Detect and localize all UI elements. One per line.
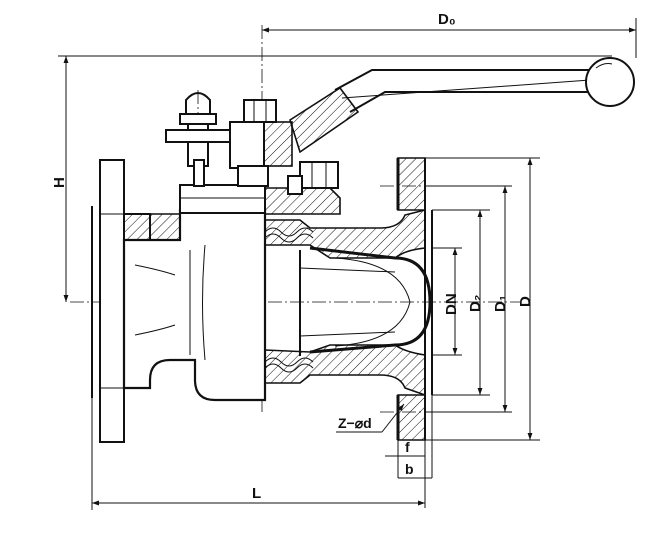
label-b: b (405, 461, 414, 477)
body-left-outline (122, 208, 267, 402)
body-lower-wall (264, 344, 426, 397)
label-f: f (405, 439, 410, 455)
right-flange-bottom (397, 394, 426, 441)
gland-bolt-nut-top (179, 113, 217, 125)
bonnet-cover (179, 184, 266, 214)
left-flange-plate (99, 159, 125, 443)
label-D: D (517, 296, 534, 307)
gland-bolt-stud (193, 159, 205, 187)
stem-section (263, 121, 293, 167)
handle-socket (289, 86, 360, 154)
leader-Zd (381, 403, 405, 433)
stem-block (229, 121, 265, 169)
handle-knob (585, 57, 635, 107)
stem-neck (237, 165, 269, 187)
handle-bar-bottom (349, 91, 588, 113)
right-flange (396, 157, 433, 441)
label-Zd: Z−⌀d (338, 415, 372, 431)
gland-flange (165, 129, 235, 143)
label-D2: D₂ (467, 295, 484, 313)
handle (289, 57, 635, 154)
handle-bar-top (334, 69, 590, 91)
gland-assembly (165, 92, 293, 187)
label-H: H (51, 177, 68, 188)
label-L: L (252, 485, 261, 502)
dimensions (58, 18, 637, 510)
cap-nut (185, 92, 211, 115)
label-DN: DN (443, 293, 460, 315)
label-D1: D₁ (492, 295, 509, 312)
label-D0: D₀ (438, 11, 456, 28)
top-nut (299, 161, 339, 189)
dimension-labels: D₀ H DN D₂ D₁ D Z−⌀d f b L (51, 11, 534, 502)
top-washer (287, 175, 303, 195)
stem-nut (243, 99, 277, 123)
valve-body (122, 208, 267, 402)
bonnet (179, 161, 341, 215)
right-flange-top (397, 157, 426, 211)
valve-body-section (264, 208, 432, 397)
body-left-section (123, 213, 181, 241)
